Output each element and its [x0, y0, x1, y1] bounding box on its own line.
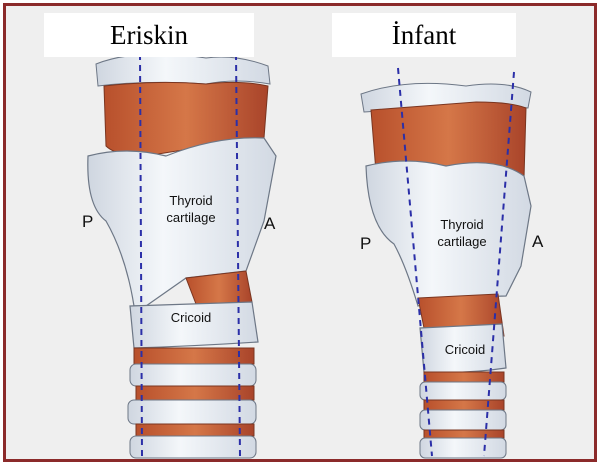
infant-thyroid-label: Thyroid cartilage — [414, 216, 510, 250]
adult-larynx — [88, 54, 276, 458]
infant-larynx — [361, 68, 531, 458]
infant-title-text: İnfant — [392, 20, 456, 51]
adult-cricoid-label: Cricoid — [146, 310, 236, 325]
figure-frame: Eriskin İnfant P A Thyroid cartilage Cri… — [3, 3, 597, 462]
infant-anterior-label: A — [532, 232, 543, 252]
infant-trachea-ring-2 — [420, 410, 506, 430]
infant-trachea-band-2 — [424, 400, 504, 410]
adult-trachea-ring-1 — [130, 364, 256, 386]
adult-anterior-label: A — [264, 214, 275, 234]
infant-title: İnfant — [332, 13, 516, 57]
adult-hyoid — [96, 54, 270, 86]
infant-trachea-band-1 — [424, 372, 504, 382]
infant-cricoid-label: Cricoid — [420, 342, 510, 357]
adult-trachea-band-3 — [136, 424, 254, 436]
infant-trachea-ring-1 — [420, 382, 506, 400]
adult-posterior-label: P — [82, 212, 93, 232]
adult-title-text: Eriskin — [110, 20, 188, 51]
adult-thyroid-label: Thyroid cartilage — [146, 192, 236, 226]
infant-trachea-band-3 — [424, 430, 504, 438]
adult-title: Eriskin — [44, 13, 254, 57]
adult-trachea-ring-3 — [130, 436, 256, 458]
adult-trachea-band-2 — [136, 386, 254, 400]
adult-trachea-ring-2 — [128, 400, 256, 424]
infant-posterior-label: P — [360, 234, 371, 254]
adult-trachea-band-1 — [134, 348, 254, 364]
